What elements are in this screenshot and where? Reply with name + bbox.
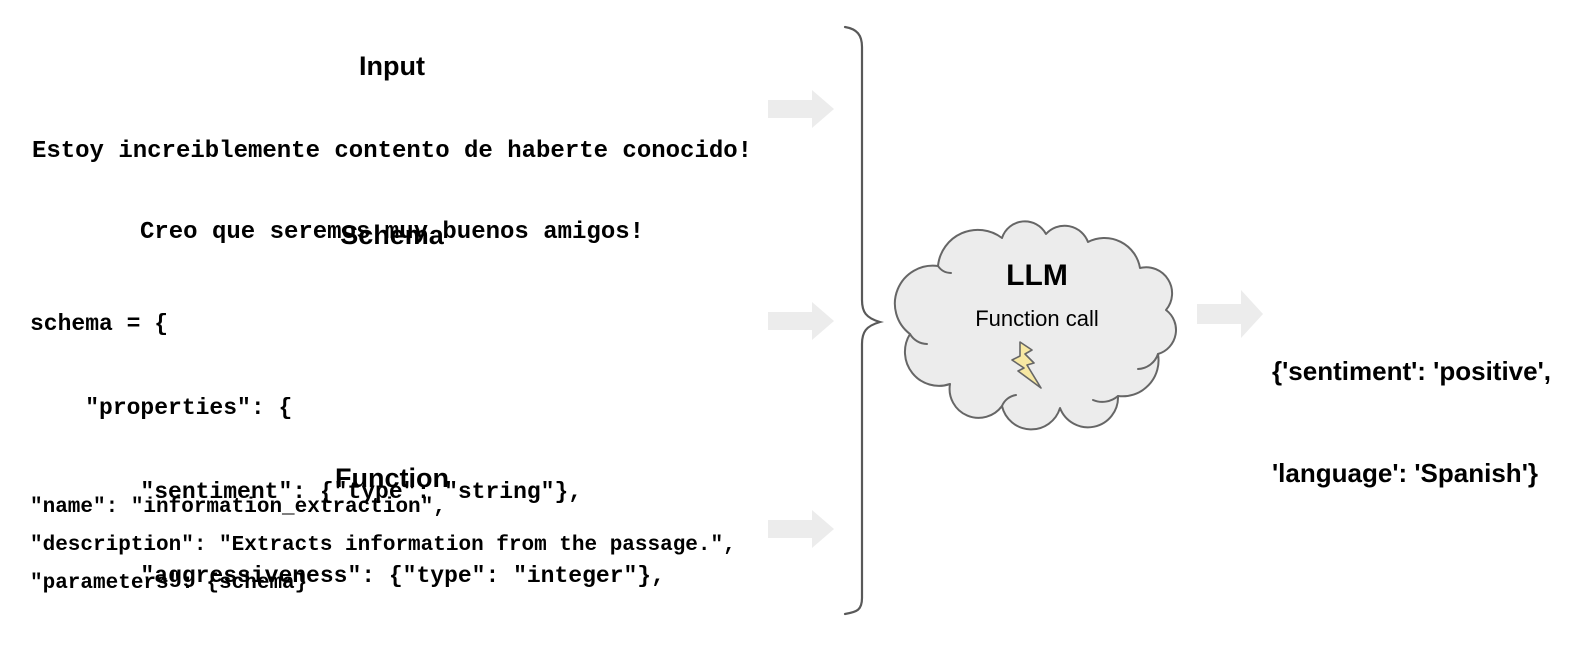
function-code-line: "description": "Extracts information fro… xyxy=(30,534,736,557)
function-code-line: "parameters": {schema} xyxy=(30,572,308,595)
function-arrow-icon xyxy=(768,510,834,548)
input-heading: Input xyxy=(359,51,425,81)
output-result-block: {'sentiment': 'positive', 'language': 'S… xyxy=(1272,286,1551,558)
schema-code-line: "sentiment": {"type": "string"}, xyxy=(30,479,583,505)
lightning-bolt-icon xyxy=(1011,341,1042,389)
schema-code-line: schema = { xyxy=(30,311,169,337)
llm-title: LLM xyxy=(1006,259,1068,292)
schema-code-line: "properties": { xyxy=(30,395,293,421)
schema-heading: Schema xyxy=(340,220,444,250)
llm-function-call-label: Function call xyxy=(975,306,1099,331)
schema-code-block: schema = { "properties": { "sentiment": … xyxy=(30,254,665,647)
output-arrow-icon xyxy=(1197,290,1263,338)
schema-arrow-icon xyxy=(768,302,834,340)
output-result-line: 'language': 'Spanish'} xyxy=(1272,458,1538,488)
llm-cloud: LLM Function call xyxy=(890,206,1184,432)
curly-brace xyxy=(843,25,884,616)
input-text-block: Estoy increiblemente contento de haberte… xyxy=(27,84,757,300)
schema-code-line: "aggressiveness": {"type": "integer"}, xyxy=(30,563,665,589)
output-result-line: {'sentiment': 'positive', xyxy=(1272,356,1552,386)
input-arrow-icon xyxy=(768,90,834,128)
input-text-line: Estoy increiblemente contento de haberte… xyxy=(31,138,753,165)
input-text-line: Creo que seremos muy buenos amigos! xyxy=(139,219,645,246)
function-code-line: "name": "information_extraction", xyxy=(30,496,446,519)
cloud-shape-icon xyxy=(893,220,1177,431)
function-heading: Function xyxy=(335,463,449,493)
